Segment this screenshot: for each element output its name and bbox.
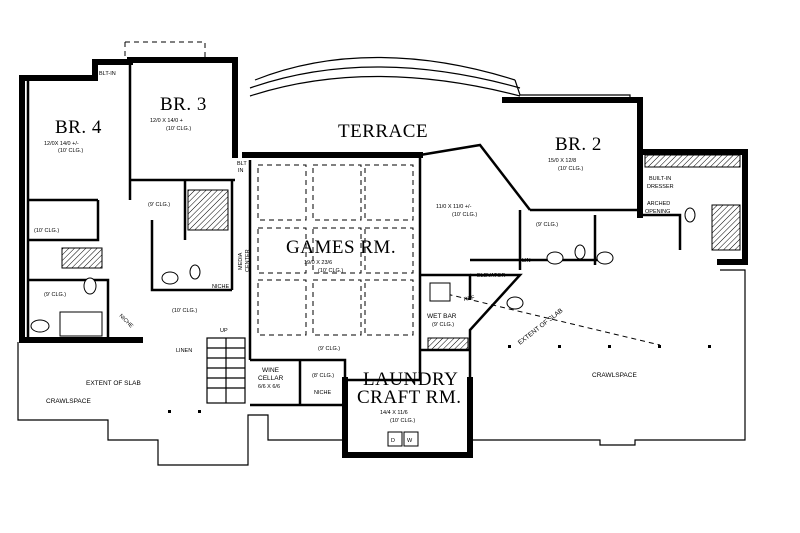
clg-label-2: (10' CLG.) — [34, 228, 59, 234]
room-br4: BR. 4 12/0X 14/0 +/- (10' CLG.) — [44, 117, 102, 154]
blt-label: BLT — [237, 161, 247, 167]
room-br2: BR. 2 15/0 X 12/8 (10' CLG.) — [548, 134, 602, 172]
slab-markers — [168, 345, 711, 413]
room-laundry: LAUNDRY CRAFT RM. 14/4 X 11/6 (10' CLG.) — [357, 369, 461, 424]
in-label: IN — [238, 168, 244, 174]
laundry-name: LAUNDRY — [363, 369, 458, 390]
wine-name1: WINE — [262, 367, 280, 374]
games-name: GAMES RM. — [286, 237, 396, 258]
up-label: UP — [220, 328, 228, 334]
ref-label: REF — [463, 295, 476, 303]
fixtures — [30, 154, 741, 447]
arched-label: ARCHED — [647, 201, 670, 207]
exterior-walls — [19, 57, 748, 458]
terrace-label: TERRACE — [338, 121, 428, 142]
br4-name: BR. 4 — [55, 117, 102, 138]
media-label: MEDIA — [238, 252, 244, 270]
blt-in-label: BLT-IN — [99, 71, 116, 77]
laundry-dims: 14/4 X 11/6 — [380, 410, 408, 416]
br2-dims: 15/0 X 12/8 — [548, 158, 576, 164]
room-wine: WINE CELLAR 6/6 X 6/6 — [258, 367, 284, 390]
br2-name: BR. 2 — [555, 134, 602, 155]
niche-label-2: NICHE — [118, 313, 135, 330]
interior-walls — [28, 62, 682, 407]
crawlspace-outline — [17, 41, 746, 466]
games-dims: 19/0 X 23/6 — [304, 260, 332, 266]
br3-name: BR. 3 — [160, 94, 207, 115]
dresser-label: DRESSER — [647, 184, 674, 190]
east-dims: 11/0 X 11/0 +/- — [436, 204, 472, 210]
stair — [206, 337, 246, 404]
dryer-label: D — [391, 438, 395, 444]
niche-label-3: NICHE — [314, 390, 331, 396]
games-room-grid — [257, 164, 414, 336]
wine-dims: 6/6 X 6/6 — [258, 384, 280, 390]
room-games: GAMES RM. 19/0 X 23/6 (10' CLG.) — [286, 237, 396, 274]
built-in-label: BUILT-IN — [649, 176, 671, 182]
linen-label: LINEN — [176, 348, 192, 354]
clg-label-1: (9' CLG.) — [148, 202, 170, 208]
crawlspace-left: CRAWLSPACE — [46, 398, 91, 405]
elevator-label: ELEVATOR — [477, 273, 505, 279]
opening-label: OPENING — [645, 209, 670, 215]
extent-slab-left: EXTENT OF SLAB — [86, 380, 141, 387]
lin-label: LIN — [522, 258, 531, 264]
wine-name2: CELLAR — [258, 375, 284, 382]
br3-clg: (10' CLG.) — [166, 126, 191, 132]
br4-dims: 12/0X 14/0 +/- — [44, 141, 79, 147]
br2-clg: (10' CLG.) — [558, 166, 583, 172]
craft-name: CRAFT RM. — [357, 387, 461, 408]
clg-label-6: (8' CLG.) — [312, 373, 334, 379]
clg-label-3: (9' CLG.) — [44, 292, 66, 298]
clg-label-4: (10' CLG.) — [172, 308, 197, 314]
room-east: 11/0 X 11/0 +/- (10' CLG.) — [436, 204, 477, 218]
niche-label-1: NICHE — [212, 284, 229, 290]
laundry-clg: (10' CLG.) — [390, 418, 415, 424]
clg-label-7: (9' CLG.) — [536, 222, 558, 228]
br4-clg: (10' CLG.) — [58, 148, 83, 154]
br3-dims: 12/0 X 14/0 + — [150, 118, 183, 124]
wet-bar-clg: (9' CLG.) — [432, 322, 454, 328]
center-label: CENTER — [245, 249, 251, 272]
clg-label-5: (9' CLG.) — [318, 346, 340, 352]
crawlspace-right: CRAWLSPACE — [592, 372, 637, 379]
washer-label: W — [407, 438, 413, 444]
room-br3: BR. 3 12/0 X 14/0 + (10' CLG.) — [150, 94, 207, 132]
games-clg: (10' CLG.) — [318, 268, 343, 274]
wet-bar-label: WET BAR — [427, 313, 457, 320]
east-clg: (10' CLG.) — [452, 212, 477, 218]
extent-slab-right: EXTENT OF SLAB — [517, 307, 564, 346]
